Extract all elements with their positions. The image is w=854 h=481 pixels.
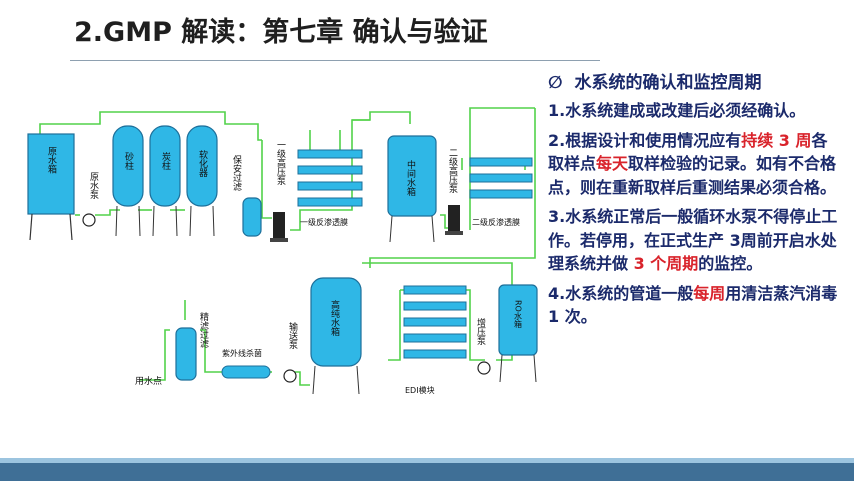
softener-column: 软化器 bbox=[186, 125, 218, 237]
softener-label: 软化器 bbox=[197, 149, 208, 177]
ro-membranes-2: 二级反渗透膜 bbox=[469, 157, 533, 227]
raw-water-pump: 原水泵 bbox=[82, 172, 99, 227]
item-2-highlight-daily: 每天 bbox=[596, 154, 629, 173]
item-1: 1.水系统建成或改建后必须经确认。 bbox=[548, 101, 806, 120]
edi-label: EDI模块 bbox=[405, 385, 435, 395]
item-4-text-a: 4.水系统的管道一般 bbox=[548, 283, 694, 303]
ro-water-tank: RO水箱 bbox=[498, 284, 538, 383]
hp-pump-2-label: 二级高压泵 bbox=[447, 148, 458, 193]
safety-filter: 保安过滤 bbox=[231, 154, 262, 237]
title-divider bbox=[70, 60, 600, 61]
fine-filter: 精滤过滤 bbox=[175, 311, 209, 381]
raw-tank-label: 原水箱 bbox=[46, 146, 57, 174]
item-3-text-a: 3.水系统正常后一般循环水泵不得停止工作。若停用，在正式生产 3周前开启水处理系… bbox=[548, 207, 838, 273]
safety-filter-label: 保安过滤 bbox=[231, 154, 242, 192]
ro-tank-label: RO水箱 bbox=[514, 300, 523, 329]
text-panel: ∅ 水系统的确认和监控周期 1.水系统建成或改建后必须经确认。 2.根据设计和使… bbox=[548, 70, 840, 335]
uv-sterilizer: 紫外线杀菌 bbox=[221, 348, 271, 379]
sand-column: 砂柱 bbox=[112, 125, 144, 237]
raw-pump-label: 原水泵 bbox=[88, 172, 99, 199]
hp-pump-1: 一级高压泵 bbox=[270, 140, 288, 242]
item-2: 2.根据设计和使用情况应有持续 3 周各取样点每天取样检验的记录。如有不合格点，… bbox=[548, 129, 840, 200]
booster-pump: 增压泵 bbox=[475, 317, 491, 375]
item-3-highlight-cycles: 3 个周期 bbox=[633, 254, 699, 273]
item-2-highlight-duration: 持续 3 周 bbox=[741, 130, 812, 150]
item-4-text-c: 用清洁蒸汽消毒 1 次。 bbox=[548, 283, 838, 327]
item-4-highlight-weekly: 每周 bbox=[693, 283, 726, 303]
fine-filter-label: 精滤过滤 bbox=[198, 311, 209, 349]
item-2-text-a: 2.根据设计和使用情况应有 bbox=[548, 130, 742, 150]
footer-band bbox=[0, 463, 854, 481]
use-point-label: 用水点 bbox=[135, 375, 162, 387]
carbon-column-label: 炭柱 bbox=[160, 152, 171, 170]
intermediate-tank: 中间水箱 bbox=[387, 135, 437, 243]
panel-heading: ∅ 水系统的确认和监控周期 bbox=[548, 70, 840, 96]
hp-pump-2: 二级高压泵 bbox=[445, 148, 463, 235]
item-2-text-c: 各取样点 bbox=[548, 130, 828, 174]
edi-modules: EDI模块 bbox=[403, 285, 467, 395]
ro1-label: 一级反渗透膜 bbox=[300, 217, 348, 227]
hp-pump-1-label: 一级高压泵 bbox=[275, 140, 286, 185]
ro2-label: 二级反渗透膜 bbox=[472, 217, 520, 227]
boost-pump-label: 增压泵 bbox=[475, 317, 486, 345]
item-4: 4.水系统的管道一般每周用清洁蒸汽消毒 1 次。 bbox=[548, 282, 840, 329]
item-3-text-c: 的监控。 bbox=[698, 254, 763, 273]
footer-accent-band bbox=[0, 458, 854, 464]
carbon-column: 炭柱 bbox=[149, 125, 181, 237]
delivery-pump: 输送泵 bbox=[283, 321, 298, 383]
raw-water-tank: 原水箱 bbox=[27, 133, 75, 241]
item-2-text-e: 取样检验的记录。如有不合格点，则在重新取样后重测结果必须合格。 bbox=[548, 154, 837, 197]
slide-title: 2.GMP 解读：第七章 确认与验证 bbox=[74, 17, 488, 48]
high-purity-tank: 高纯水箱 bbox=[310, 277, 362, 395]
item-3: 3.水系统正常后一般循环水泵不得停止工作。若停用，在正式生产 3周前开启水处理系… bbox=[548, 205, 840, 276]
mid-tank-label: 中间水箱 bbox=[405, 159, 416, 197]
bullet-symbol: ∅ bbox=[548, 73, 563, 93]
water-system-flow-diagram: 原水箱 原水泵 砂柱 炭柱 软化器 保安过滤 一级高压泵 一级反渗透膜 bbox=[27, 107, 538, 395]
sand-column-label: 砂柱 bbox=[123, 151, 134, 170]
panel-heading-text: 水系统的确认和监控周期 bbox=[574, 73, 762, 93]
delivery-pump-label: 输送泵 bbox=[287, 321, 298, 349]
uv-label: 紫外线杀菌 bbox=[222, 348, 262, 358]
pure-tank-label: 高纯水箱 bbox=[329, 299, 340, 337]
ro-membranes-1: 一级反渗透膜 bbox=[297, 149, 363, 227]
